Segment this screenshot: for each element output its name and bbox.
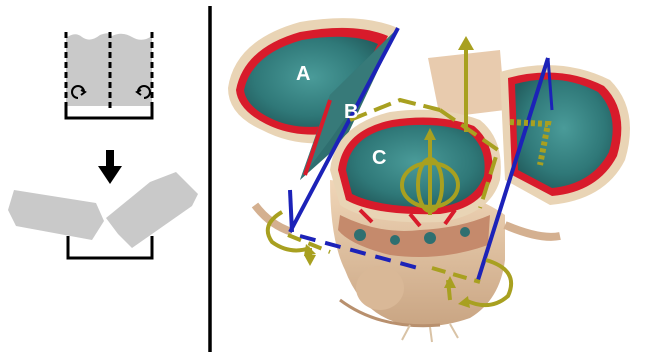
- down-arrow-icon: [98, 150, 122, 184]
- head-volume-render: A B C: [228, 18, 630, 342]
- label-c: C: [372, 147, 386, 169]
- left-rotated-piece: [8, 190, 104, 240]
- cut-and-rotate-schematic: [8, 32, 198, 258]
- label-a: A: [296, 63, 310, 85]
- slab-right: [500, 65, 630, 205]
- opened-blocks: [8, 172, 198, 258]
- label-b: B: [344, 101, 358, 123]
- nose: [356, 266, 404, 310]
- intact-block: [66, 32, 152, 120]
